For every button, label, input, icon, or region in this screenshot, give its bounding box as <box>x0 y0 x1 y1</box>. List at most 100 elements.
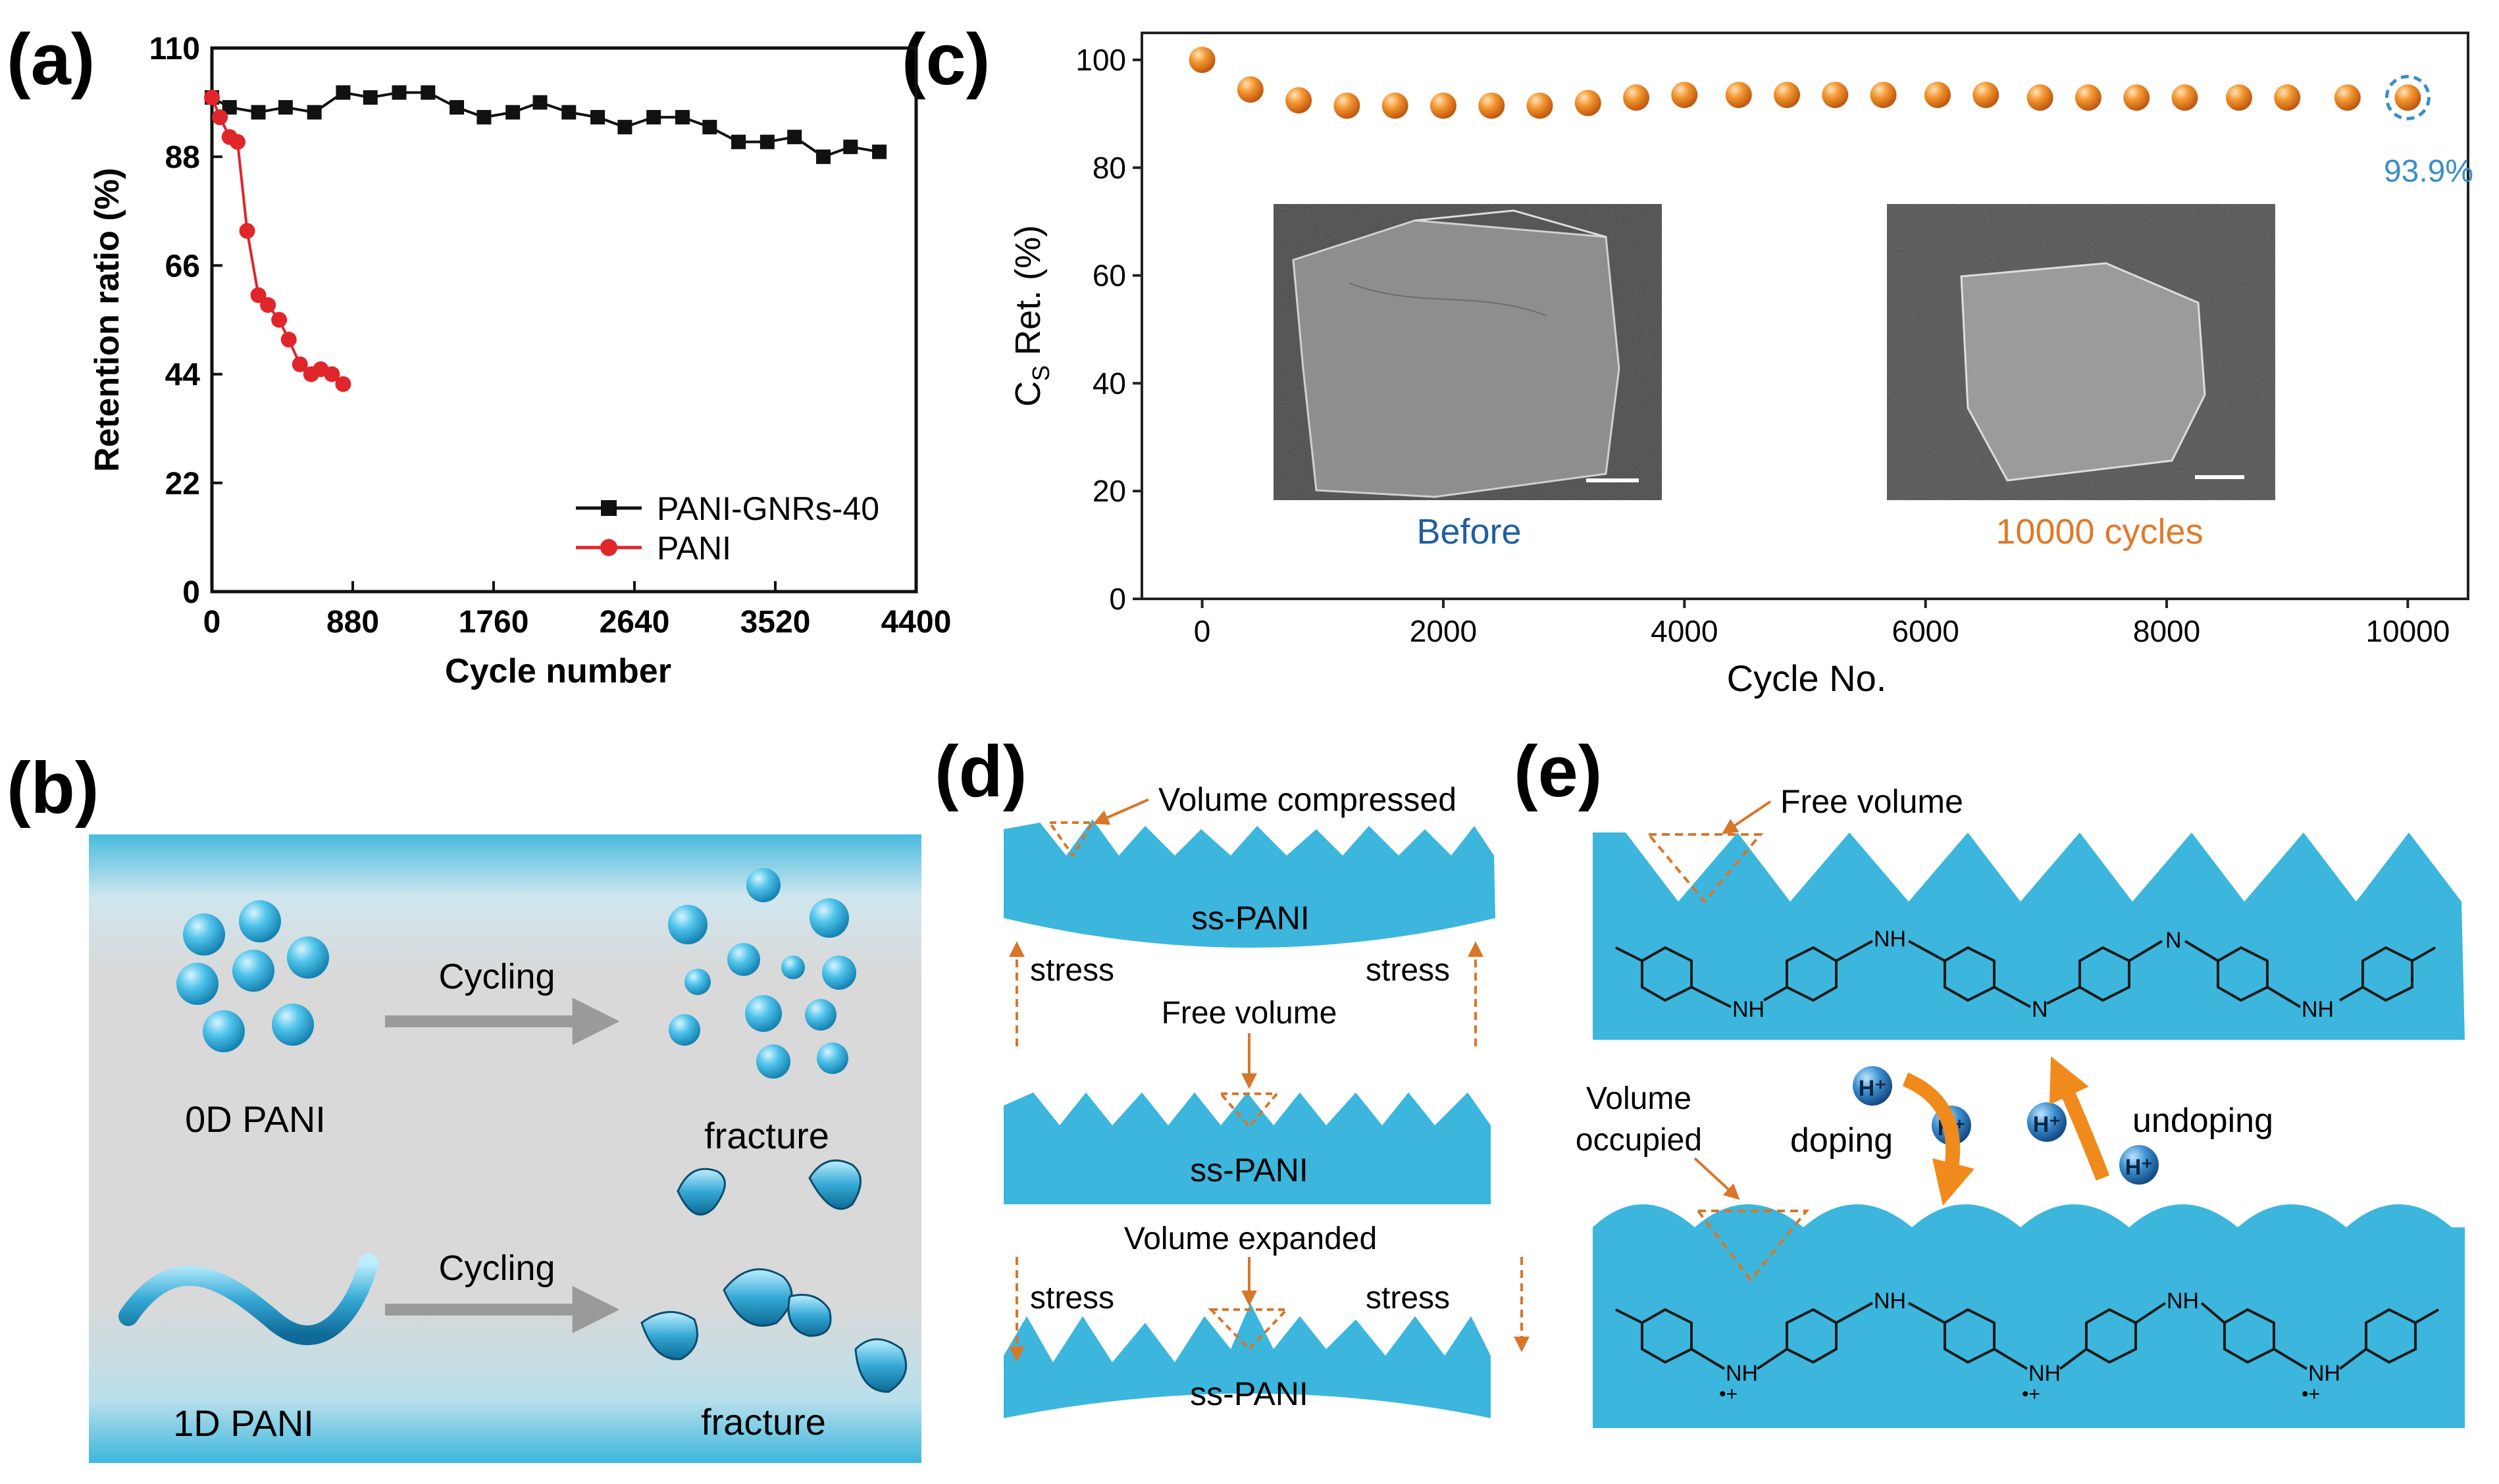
spheres-fractured <box>668 868 856 1079</box>
free-volume-expanded <box>1208 1308 1290 1351</box>
label-0d-pani: 0D PANI <box>185 1098 326 1140</box>
radical-label-1: •+ <box>1719 1383 1738 1405</box>
chart-a-legend: PANI-GNRs-40 PANI <box>576 490 879 567</box>
data-point <box>1237 76 1264 103</box>
data-point <box>1671 82 1698 109</box>
nh-label-3: NH <box>2302 997 2334 1022</box>
data-point <box>307 105 322 120</box>
n-label-1: N <box>2032 997 2048 1022</box>
legend-marker-circle <box>600 539 617 556</box>
radical-label-3: •+ <box>2302 1383 2320 1405</box>
slab-flat <box>1004 1092 1491 1204</box>
data-point <box>421 85 436 100</box>
data-point <box>1285 87 1312 114</box>
data-point <box>1333 92 1360 119</box>
doping-arrow <box>1902 1072 1975 1206</box>
nh-label-b1: NH <box>1726 1361 1758 1386</box>
data-point <box>1381 92 1408 119</box>
y-tick-label: 22 <box>165 467 200 501</box>
data-point <box>1725 82 1752 109</box>
y-tick-label: 20 <box>1093 474 1126 508</box>
x-tick-label: 10000 <box>2365 614 2450 648</box>
final-retention-label: 93.9% <box>2384 154 2473 189</box>
data-point <box>260 297 276 313</box>
legend-label-pani-gnrs: PANI-GNRs-40 <box>657 490 879 527</box>
y-tick-label: 0 <box>182 575 200 610</box>
y-tick-label: 110 <box>149 32 200 66</box>
label-volume-occupied-1: Volume <box>1586 1081 1691 1116</box>
nh-label-b5: NH <box>2308 1361 2340 1386</box>
data-point <box>292 356 308 372</box>
n-label-2: N <box>2165 928 2182 953</box>
data-point <box>1924 82 1951 109</box>
nh-label-b2: NH <box>1874 1289 1906 1314</box>
data-point <box>2394 84 2421 111</box>
data-point <box>239 222 255 239</box>
label-sspani-2: ss-PANI <box>1190 1152 1308 1189</box>
cycling-label-bottom: Cycling <box>438 1248 555 1288</box>
volume-occupied-marker <box>1695 1210 1810 1283</box>
y-tick-label: 88 <box>165 140 200 175</box>
data-point <box>815 149 831 165</box>
data-point <box>872 144 887 159</box>
legend-label-pani: PANI <box>657 530 731 567</box>
chart-a-frame <box>210 46 918 594</box>
h-plus-ion-4 <box>2119 1145 2159 1185</box>
data-point <box>702 120 717 135</box>
data-point <box>278 100 293 115</box>
h-plus-label-1: H⁺ <box>1859 1076 1887 1101</box>
y-tick-label: 66 <box>165 249 200 284</box>
spheres-0d <box>176 900 329 1052</box>
data-point <box>477 110 492 125</box>
slab-e-bottom <box>1593 1204 2465 1428</box>
data-point <box>1478 92 1505 119</box>
x-tick-label: 1760 <box>459 605 529 640</box>
data-point <box>2334 84 2361 111</box>
h-plus-label-4: H⁺ <box>2125 1155 2153 1180</box>
label-stress-3: stress <box>1030 1281 1114 1316</box>
sem-image-before <box>1274 204 1662 500</box>
data-point <box>532 95 548 110</box>
chart-c-points <box>1189 46 2421 119</box>
x-tick-label: 6000 <box>1892 614 1959 648</box>
label-volume-expanded: Volume expanded <box>1124 1221 1377 1256</box>
y-tick-label: 80 <box>1093 151 1126 185</box>
data-point <box>646 110 661 125</box>
fiber-1d <box>118 1254 378 1345</box>
label-doping: doping <box>1790 1121 1893 1160</box>
data-point <box>760 134 775 149</box>
label-sspani-1: ss-PANI <box>1191 900 1310 936</box>
h-plus-label-3: H⁺ <box>2033 1112 2061 1137</box>
radical-label-2: •+ <box>2022 1383 2040 1405</box>
chart-a-y-label: Retention ratio (%) <box>88 168 126 472</box>
y-tick-label: 100 <box>1075 43 1126 77</box>
panel-label-e: (e) <box>1514 731 1602 812</box>
data-point <box>2026 84 2053 111</box>
chart-a-series <box>204 85 887 392</box>
label-free-volume-d: Free volume <box>1162 996 1337 1031</box>
data-point <box>843 140 858 155</box>
y-tick-label: 40 <box>1093 366 1126 400</box>
chart-c-x-label: Cycle No. <box>1727 657 1887 699</box>
cycling-label-top: Cycling <box>438 957 555 996</box>
data-point <box>561 105 577 120</box>
data-point <box>250 287 267 303</box>
slab-e-top <box>1593 832 2465 1040</box>
x-tick-label: 4000 <box>1651 614 1718 648</box>
panel-label-a: (a) <box>7 19 95 100</box>
panel-b: 0D PANI Cycling fracture 1D PANI <box>89 834 921 1463</box>
label-stress-1: stress <box>1030 953 1114 988</box>
data-point <box>392 85 407 100</box>
x-tick-label: 2640 <box>600 605 670 640</box>
chart-a-x-label: Cycle number <box>445 652 671 690</box>
polymer-chain-top <box>1615 940 2436 1008</box>
data-point <box>1822 82 1849 109</box>
data-point <box>505 105 521 120</box>
data-point <box>1430 92 1456 119</box>
x-tick-label: 2000 <box>1410 614 1477 648</box>
inset-label-before: Before <box>1416 512 1521 551</box>
data-point <box>2274 84 2301 111</box>
